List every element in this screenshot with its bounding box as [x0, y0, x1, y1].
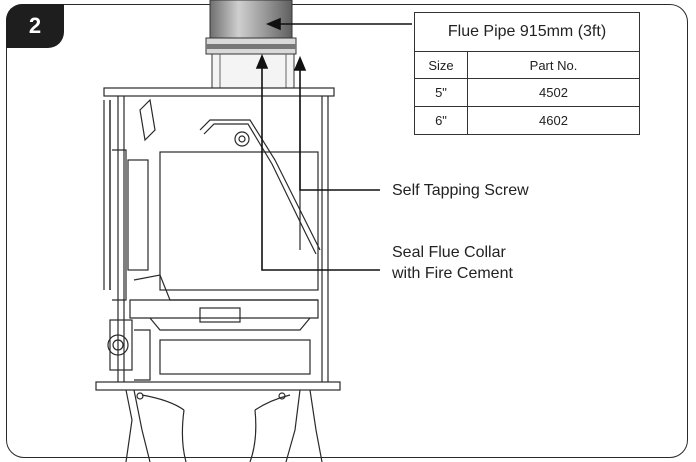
column-header-size: Size [414, 51, 468, 79]
parts-table-title: Flue Pipe 915mm (3ft) [414, 12, 640, 52]
cell-part-no: 4502 [467, 78, 640, 107]
callout-seal-line-2: with Fire Cement [392, 265, 513, 282]
table-row: 6" 4602 [414, 106, 640, 135]
screw-leader-line [299, 64, 380, 191]
cell-part-no: 4602 [467, 106, 640, 135]
screw-leader-arrow [293, 55, 307, 71]
step-badge: 2 [6, 4, 64, 48]
cell-size: 6" [414, 106, 468, 135]
seal-leader-line [261, 62, 380, 271]
seal-leader-arrow [255, 53, 269, 69]
stove-body [95, 87, 341, 391]
cell-size: 5" [414, 78, 468, 107]
callout-seal-line-1: Seal Flue Collar [392, 244, 506, 261]
table-row: 5" 4502 [414, 78, 640, 107]
table-pointer-arrow [265, 17, 281, 31]
parts-table: Flue Pipe 915mm (3ft) Size Part No. 5" 4… [414, 12, 640, 135]
callout-leaders [255, 17, 412, 271]
column-header-part-no: Part No. [467, 51, 640, 79]
flue-pipe [205, 0, 297, 89]
stove-legs [125, 389, 323, 462]
callout-self-tapping-screw: Self Tapping Screw [392, 182, 529, 199]
